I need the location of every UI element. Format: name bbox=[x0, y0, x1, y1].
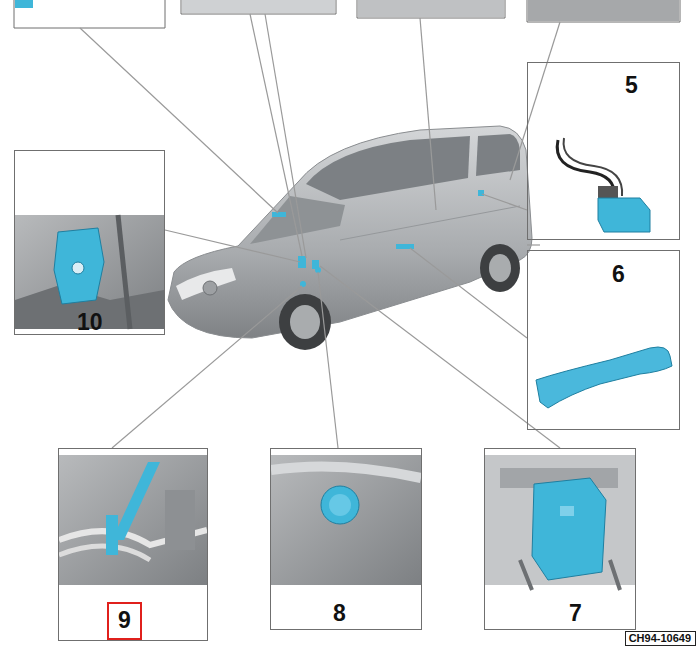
inset-image bbox=[536, 347, 672, 408]
callout-number: 9 bbox=[107, 602, 142, 640]
callout-number: 10 bbox=[77, 311, 103, 334]
figure-code: CH94-10649 bbox=[629, 633, 691, 644]
callout-number: 6 bbox=[612, 263, 625, 286]
callout-box: 9 bbox=[58, 448, 208, 641]
part-marker bbox=[272, 190, 484, 287]
callout-number: 7 bbox=[569, 602, 582, 625]
inset-image bbox=[557, 138, 650, 232]
figure-code: CH94-10649 bbox=[625, 631, 696, 646]
callout-number: 8 bbox=[333, 602, 346, 625]
callout-box: 10 bbox=[14, 150, 165, 335]
inset-image bbox=[271, 455, 421, 585]
callout-number: 5 bbox=[625, 74, 638, 97]
partial-inset bbox=[14, 0, 680, 28]
callout-box: 8 bbox=[270, 448, 422, 630]
callout-box: 5 bbox=[527, 62, 680, 240]
car-body bbox=[168, 126, 532, 350]
callout-box: 6 bbox=[527, 250, 680, 430]
callout-box: 7 bbox=[484, 448, 636, 630]
inset-image bbox=[485, 455, 635, 590]
inset-image bbox=[59, 455, 207, 585]
